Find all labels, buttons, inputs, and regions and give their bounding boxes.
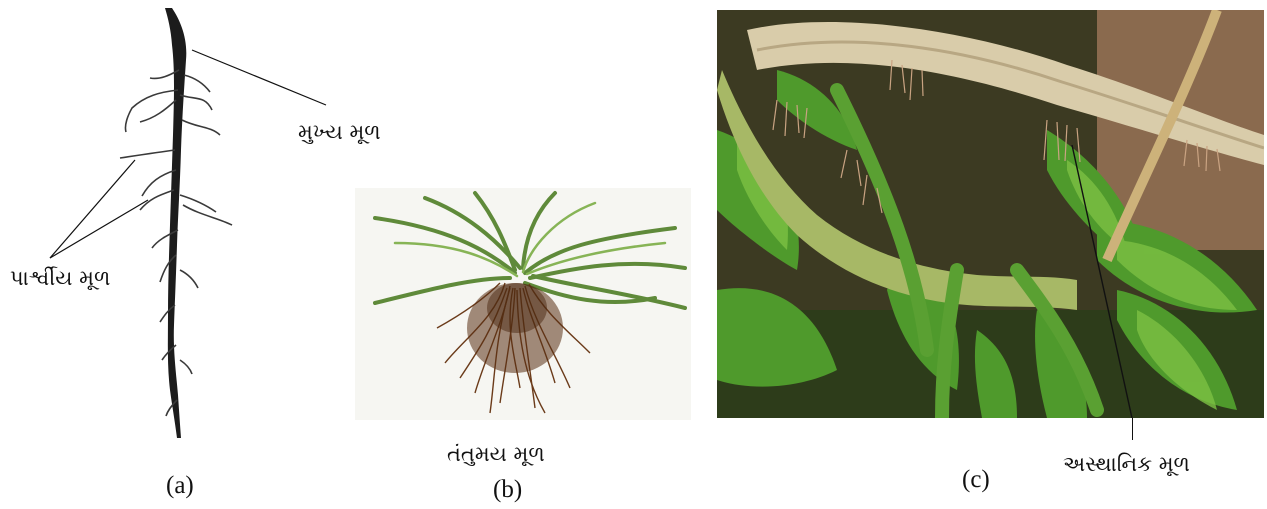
panel-c-adventitious-root: [717, 10, 1264, 418]
caption-c: (c): [962, 466, 990, 494]
fibrous-root-illustration: [355, 188, 691, 420]
panel-b-fibrous-root: [355, 188, 691, 420]
leader-lines-a: [50, 50, 326, 258]
leader-line-c-extension: [1132, 418, 1133, 440]
label-fibrous-root: તંતુમય મૂળ: [447, 442, 545, 467]
label-lateral-root: પાર્શ્વીય મૂળ: [10, 266, 110, 291]
label-adventitious-root: અસ્થાનિક મૂળ: [1063, 452, 1190, 477]
caption-b: (b): [493, 476, 522, 504]
adventitious-root-photo: [717, 10, 1264, 418]
caption-a: (a): [166, 472, 194, 500]
label-main-root: મુખ્ય મૂળ: [298, 120, 381, 145]
